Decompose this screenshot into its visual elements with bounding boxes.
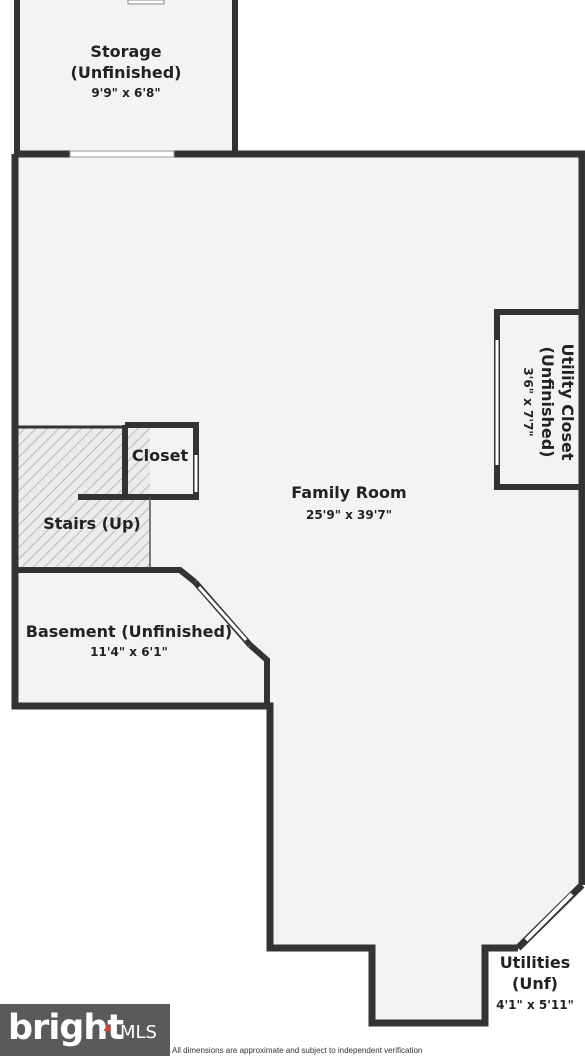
bright-mls-logo: bright ▲ MLS	[0, 1004, 170, 1056]
logo-brand: bright	[8, 1008, 124, 1048]
outer-walls	[11, 150, 585, 1027]
storage-room-floor	[17, 0, 235, 154]
storage-name-2: (Unfinished)	[71, 63, 182, 82]
utility-closet-dims: 3'6" x 7'7"	[521, 367, 535, 436]
family-room-name: Family Room	[291, 483, 406, 502]
utilities-door	[524, 892, 574, 942]
closet-walls	[122, 422, 199, 500]
storage-dims: 9'9" x 6'8"	[91, 86, 160, 100]
logo-roof-icon: ▲	[101, 1019, 114, 1034]
closet-name: Closet	[132, 446, 189, 465]
basement-door-gap	[197, 586, 248, 641]
storage-name-1: Storage	[90, 42, 161, 61]
disclaimer-text: All dimensions are approximate and subje…	[172, 1046, 423, 1055]
basement-name: Basement (Unfinished)	[26, 622, 232, 641]
utilities-name-1: Utilities	[500, 953, 571, 972]
top-window	[69, 150, 175, 158]
storage-window	[127, 0, 165, 5]
basement-dims: 11'4" x 6'1"	[90, 645, 168, 659]
family-room-floor	[15, 154, 582, 1023]
stairs-name: Stairs (Up)	[43, 514, 141, 533]
utility-closet-name-2: (Unfinished)	[538, 347, 557, 458]
family-room-dims: 25'9" x 39'7"	[306, 508, 392, 522]
storage-room-walls	[14, 0, 238, 154]
logo-suffix: MLS	[120, 1022, 157, 1043]
utilities-dims: 4'1" x 5'11"	[496, 998, 574, 1012]
utilities-name-2: (Unf)	[512, 974, 558, 993]
basement-walls	[15, 567, 270, 706]
utility-closet-name-1: Utility Closet	[558, 344, 577, 461]
